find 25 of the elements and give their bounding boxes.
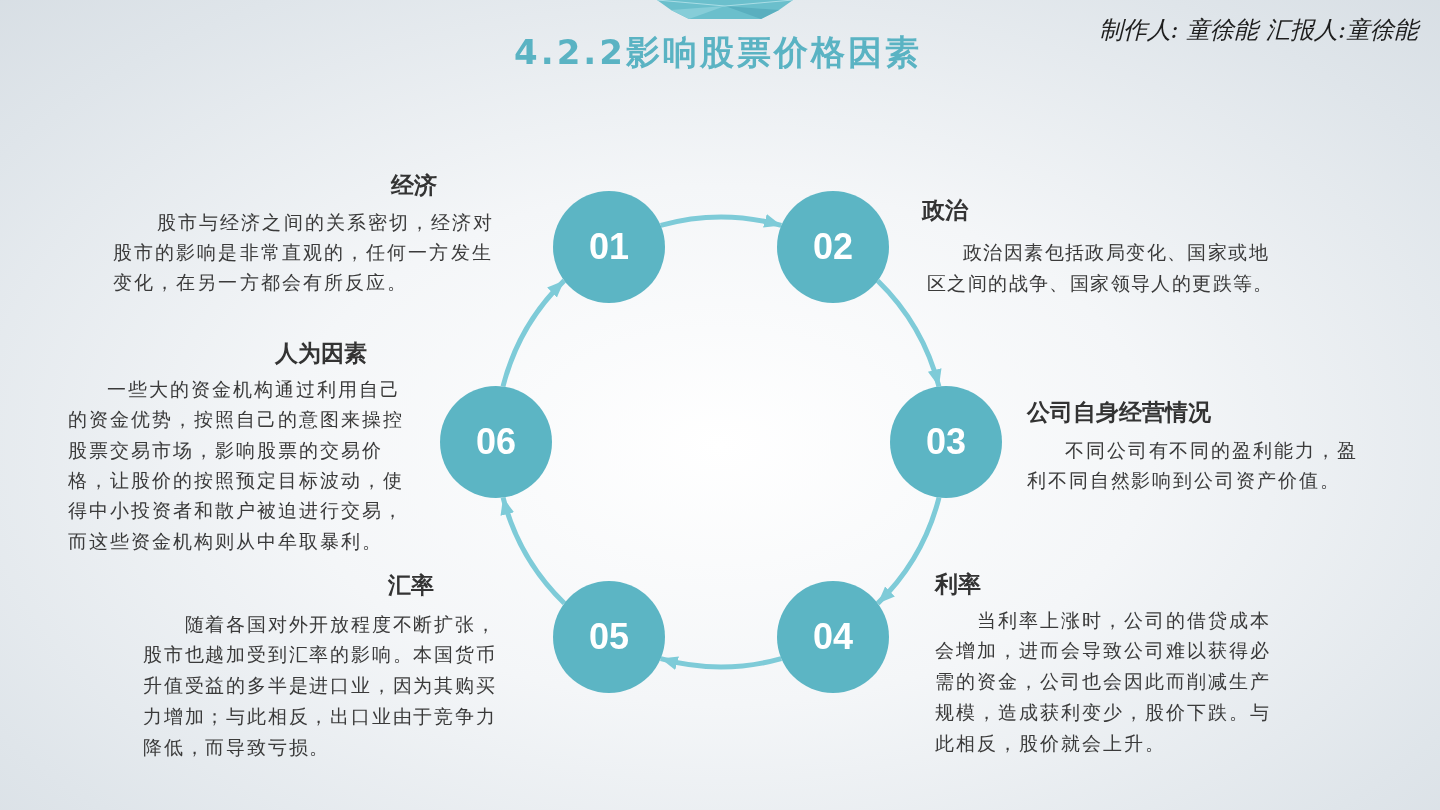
step-description: 不同公司有不同的盈利能力，盈利不同自然影响到公司资产价值。 xyxy=(1027,438,1359,493)
step-description: 一些大的资金机构通过利用自己的资金优势，按照自己的意图来操控股票交易市场，影响股票的交易价格，让股价的按照预定目标波动，使得中小投资者和散户被迫进行交易，而这些资金机构则从中牟取暴利。 xyxy=(68,376,405,554)
step-circle: 02 xyxy=(777,191,889,303)
curved-arrow xyxy=(660,655,782,670)
step-heading: 汇率 xyxy=(388,571,434,599)
step-description: 政治因素包括政局变化、国家或地区之间的战争、国家领导人的更跌等。 xyxy=(927,240,1275,296)
curved-arrow xyxy=(660,214,782,229)
curved-arrow xyxy=(500,278,567,388)
step-circle: 06 xyxy=(440,386,552,498)
step-circle: 01 xyxy=(553,191,665,303)
step-description: 股市与经济之间的关系密切，经济对股市的影响是非常直观的，任何一方发生变化，在另一方都会有所反应。 xyxy=(113,210,496,295)
slide-title: 4.2.2影响股票价格因素 xyxy=(514,32,922,72)
step-description: 随着各国对外开放程度不断扩张，股市也越加受到汇率的影响。本国货币升值受益的多半是进口业，因为其购买力增加；与此相反，出口业由于竞争力降低，而导致亏损。 xyxy=(143,611,498,760)
curved-arrow xyxy=(875,496,942,606)
curved-arrow xyxy=(500,496,567,605)
step-heading: 利率 xyxy=(935,570,981,598)
step-heading: 政治 xyxy=(922,196,968,224)
step-heading: 公司自身经营情况 xyxy=(1027,398,1211,426)
curved-arrow xyxy=(875,279,942,388)
step-circle: 05 xyxy=(553,581,665,693)
step-description: 当利率上涨时，公司的借贷成本会增加，进而会导致公司难以获得必需的资金，公司也会因此而削减生产规模，造成获利变少，股价下跌。与此相反，股价就会上升。 xyxy=(935,607,1272,756)
step-heading: 人为因素 xyxy=(275,339,367,367)
step-heading: 经济 xyxy=(391,171,437,199)
step-circle: 04 xyxy=(777,581,889,693)
step-circle: 03 xyxy=(890,386,1002,498)
